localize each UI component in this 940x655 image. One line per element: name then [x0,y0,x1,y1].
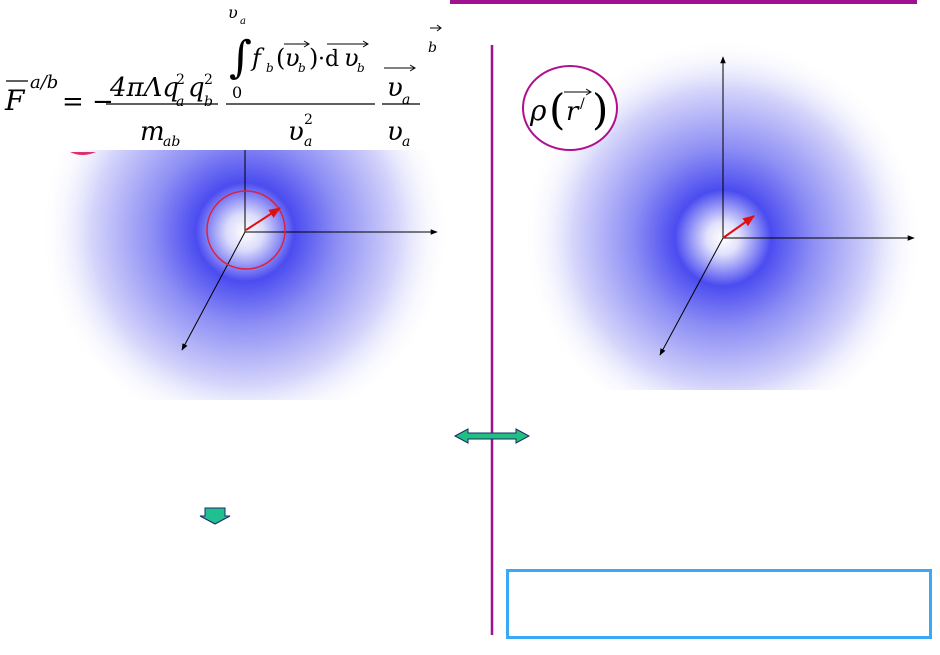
svg-text:0: 0 [232,83,242,102]
down-arrow-icon [199,507,231,525]
svg-text:(: ( [276,44,285,72]
svg-text:/: / [580,96,585,112]
svg-text:υ: υ [228,3,238,22]
svg-text:r: r [566,97,580,127]
svg-text:m: m [140,117,165,147]
svg-text:∫: ∫ [229,32,252,83]
right-axes [659,56,915,356]
sphere-circle [206,190,286,270]
density-label: ρ ( r / ) [522,65,618,151]
svg-text:q: q [188,73,205,103]
svg-text:(: ( [549,85,565,134]
svg-text:2: 2 [304,112,313,128]
svg-text:b: b [204,94,213,110]
svg-text:= −: = − [62,87,114,117]
svg-text:υ: υ [344,44,359,72]
svg-text:a: a [240,16,246,27]
svg-text:): ) [592,85,608,134]
right-position-vector [722,215,755,239]
pink-fragment [70,152,96,155]
svg-text:a: a [304,134,312,150]
svg-text:b: b [266,61,274,75]
svg-text:2: 2 [176,72,185,88]
svg-text:b: b [428,40,437,56]
svg-text:4πΛq: 4πΛq [109,73,179,103]
svg-text:a: a [402,92,410,108]
svg-text:υ: υ [387,73,403,103]
title-bar [445,0,917,4]
left-velocity-vector [245,207,282,231]
svg-text:ρ: ρ [529,94,547,127]
svg-text:a/b: a/b [30,72,58,93]
svg-text:): ) [309,44,318,72]
formula-lhs: F [4,84,26,117]
svg-text:ab: ab [163,134,180,150]
svg-text:b: b [357,61,365,75]
svg-text:·d: ·d [318,47,339,72]
empty-text-box [506,569,932,639]
force-formula: F a/b = − 4πΛq 2 a q 2 b m ab υ a ∫ 0 f … [0,0,450,150]
left-density-glow [40,110,460,400]
svg-text:υ: υ [288,117,304,147]
svg-text:a: a [402,134,410,150]
double-headed-arrow-icon [453,428,531,444]
svg-text:a: a [176,94,184,110]
svg-text:υ: υ [387,117,403,147]
svg-text:b: b [298,61,306,75]
svg-text:υ: υ [285,44,300,72]
left-axes [181,145,438,351]
svg-text:2: 2 [204,72,213,88]
